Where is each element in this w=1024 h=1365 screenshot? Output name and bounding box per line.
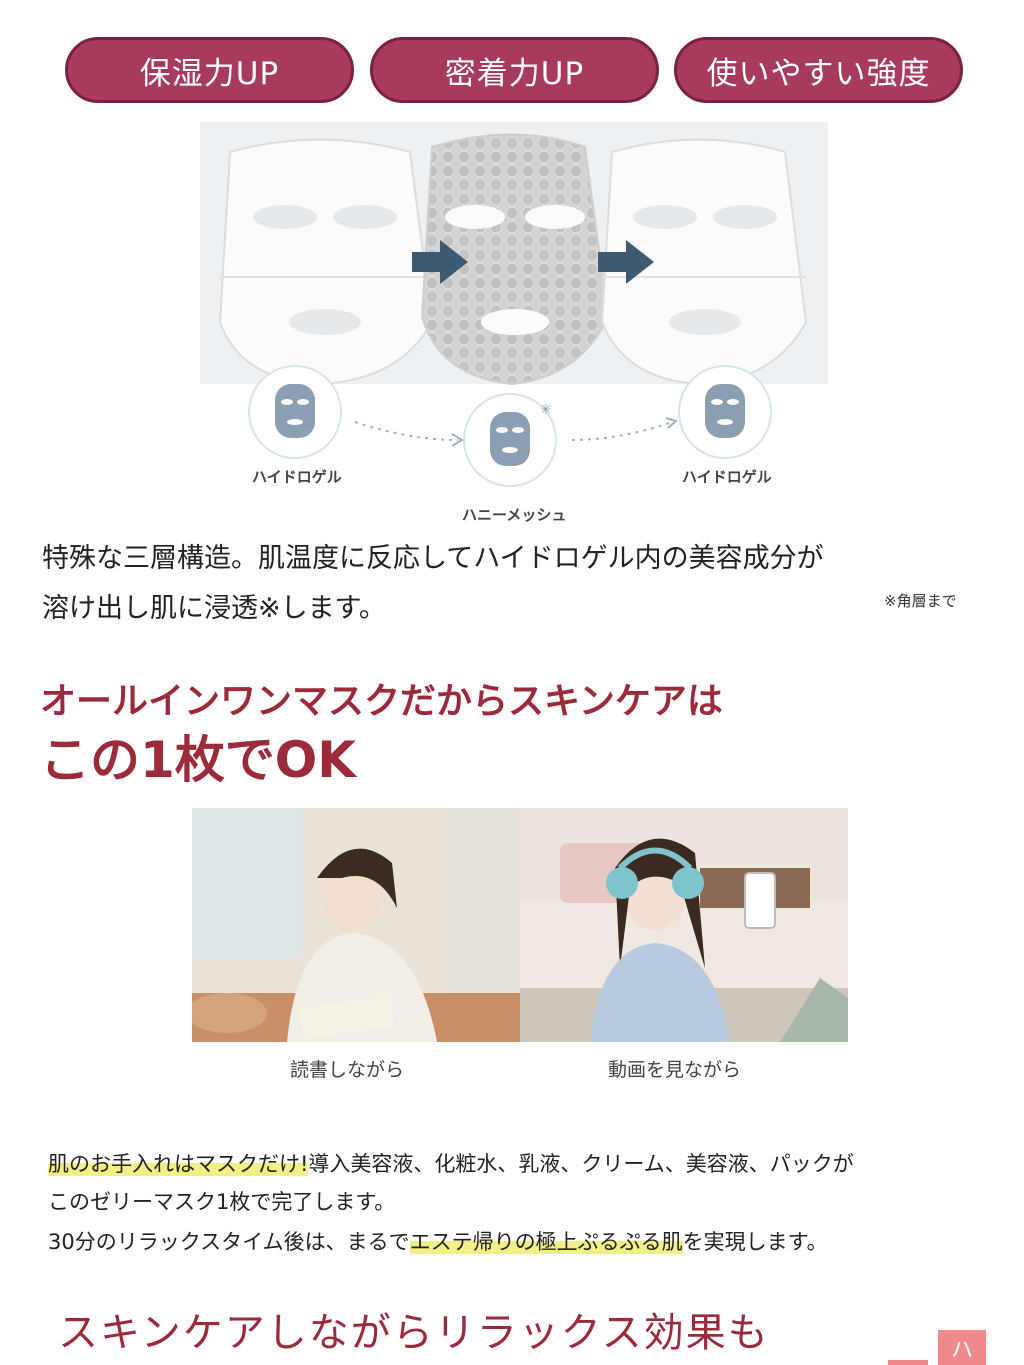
corner-tab[interactable]: ハ (938, 1330, 986, 1365)
honey-mesh-circle-icon: ✳ (463, 393, 557, 487)
svg-text:✳: ✳ (540, 402, 552, 418)
section-heading-line-2: この1枚でOK (40, 731, 357, 789)
label-honey-mesh: ハニーメッシュ (462, 506, 567, 524)
label-hydrogel-left: ハイドロゲル (252, 468, 342, 486)
highlight-mask-only: 肌のお手入れはマスクだけ! (48, 1152, 309, 1176)
footnote: ※角層まで (884, 592, 957, 610)
paragraph-line-3-post: を実現します。 (682, 1230, 828, 1254)
description-line-2: 溶け出し肌に浸透※します。 (42, 593, 386, 624)
caption-video: 動画を見ながら (608, 1059, 742, 1081)
hydrogel-sheet-right (600, 138, 808, 386)
paragraph-line-3-pre: 30分のリラックスタイム後は、まるで (48, 1230, 410, 1254)
arrow-right-icon (598, 240, 654, 284)
section-heading-relax: スキンケアしながらリラックス効果も (58, 1310, 770, 1356)
caption-reading: 読書しながら (290, 1059, 405, 1081)
section-heading-line-1: オールインワンマスクだからスキンケアは (40, 681, 723, 722)
paragraph-line-1: 肌のお手入れはマスクだけ!導入美容液、化粧水、乳液、クリーム、美容液、パックが (48, 1148, 854, 1178)
paragraph-line-1-rest: 導入美容液、化粧水、乳液、クリーム、美容液、パックが (308, 1152, 854, 1176)
hydrogel-sheet-left (218, 138, 434, 386)
description-line-1: 特殊な三層構造。肌温度に反応してハイドロゲル内の美容成分が (42, 543, 824, 574)
honey-mesh-sheet (420, 133, 610, 386)
feature-pill-adhesion: 密着力UP (370, 37, 659, 103)
highlight-esthetic-skin: エステ帰りの極上ぷるぷる肌 (409, 1230, 683, 1254)
label-hydrogel-right: ハイドロゲル (682, 468, 772, 486)
paragraph-line-2: このゼリーマスク1枚で完了します。 (48, 1190, 396, 1214)
corner-divider (888, 1360, 928, 1365)
hydrogel-circle-icon (678, 365, 772, 459)
feature-pill-moisture: 保湿力UP (65, 37, 354, 103)
photo-watching-video (520, 808, 848, 1042)
arrow-right-icon (412, 240, 468, 284)
hydrogel-circle-icon (248, 365, 342, 459)
paragraph-line-3: 30分のリラックスタイム後は、まるでエステ帰りの極上ぷるぷる肌を実現します。 (48, 1226, 828, 1256)
mask-structure-diagram: ✳ ハイドロゲル ハニーメッシュ ハイドロゲル (200, 122, 828, 524)
photo-reading (192, 808, 520, 1042)
feature-pill-strength: 使いやすい強度 (674, 37, 963, 103)
mask-layers-illustration: ✳ (200, 122, 828, 487)
